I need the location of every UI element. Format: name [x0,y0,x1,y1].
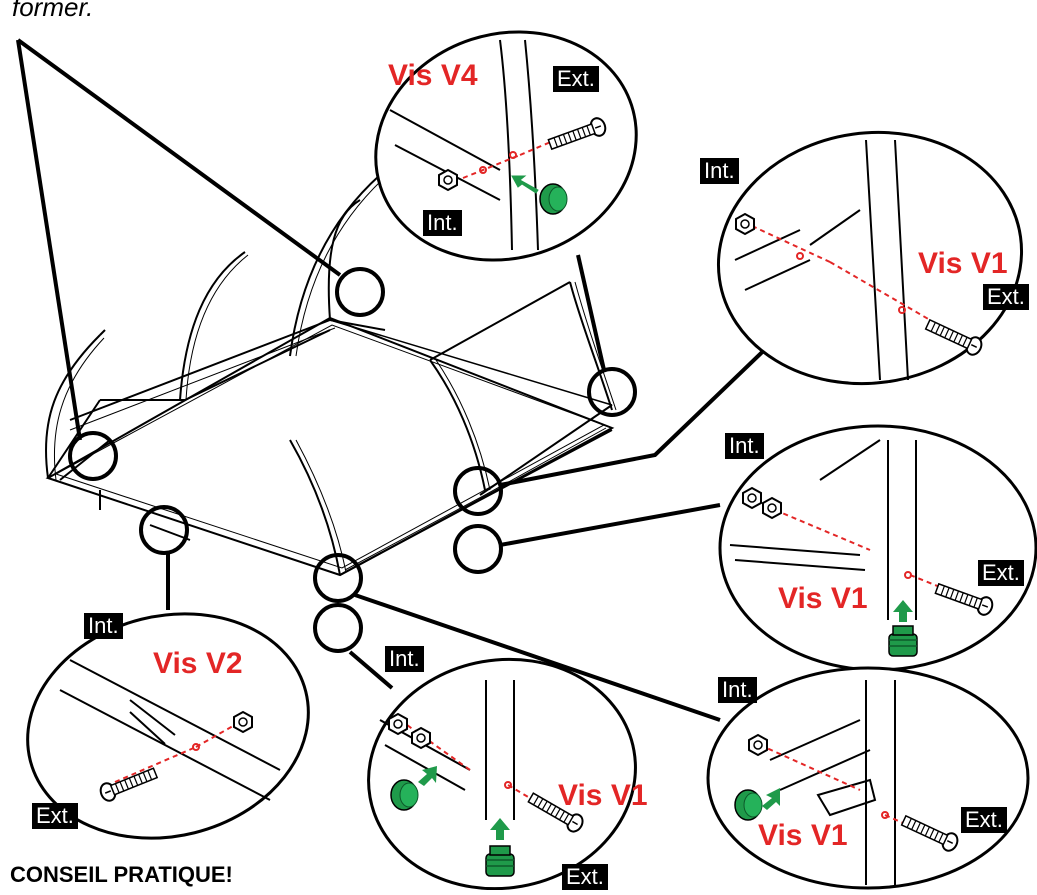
callout-bottom-right-content [759,680,931,885]
int-label: Int. [84,613,123,639]
screw-label-v1: Vis V1 [758,819,848,852]
push-arrow-icon [511,175,539,194]
nut-icon [742,487,762,509]
nut-icon [411,727,431,749]
screw-label-v1: Vis V1 [558,779,648,812]
int-label: Int. [423,210,462,236]
push-arrow-icon [762,788,780,810]
end-cap-icon [539,183,568,215]
callout-top-content [389,39,561,251]
int-label: Int. [385,646,424,672]
callout-left-bottom-content [59,659,281,801]
nut-icon [233,711,253,733]
ext-label: Ext. [983,284,1029,310]
callout-right-top-content [734,139,931,381]
ext-label: Ext. [978,560,1024,586]
ext-label: Ext. [562,864,608,890]
tip-title: CONSEIL PRATIQUE! [10,862,233,887]
frame-structure [44,174,617,577]
caption-fragment: former. [12,0,94,22]
screw-label-v2: Vis V2 [153,647,243,680]
screw-label-v1: Vis V1 [778,582,868,615]
nut-icon [748,734,768,756]
int-label: Int. [718,677,757,703]
callout-right-mid-content [729,439,961,620]
ext-label: Ext. [553,66,599,92]
end-cap-icon [734,789,763,821]
leader-lines [16,38,782,722]
nut-icon [762,497,782,519]
int-label: Int. [725,433,764,459]
end-cap-icon [390,779,419,811]
screw-label-v4: Vis V4 [388,59,478,92]
end-cap-icon [888,625,918,657]
end-cap-icon [485,845,515,877]
nut-icon [735,213,755,235]
int-label: Int. [700,158,739,184]
push-arrow-icon [490,818,510,840]
detail-markers [68,267,637,653]
nut-icon [438,169,458,191]
screw-label-v1: Vis V1 [918,247,1008,280]
callout-ovals [26,30,1037,891]
push-arrow-icon [418,766,437,786]
push-arrow-icon [893,600,913,622]
ext-label: Ext. [32,803,78,829]
nut-icon [388,713,408,735]
ext-label: Ext. [961,807,1007,833]
